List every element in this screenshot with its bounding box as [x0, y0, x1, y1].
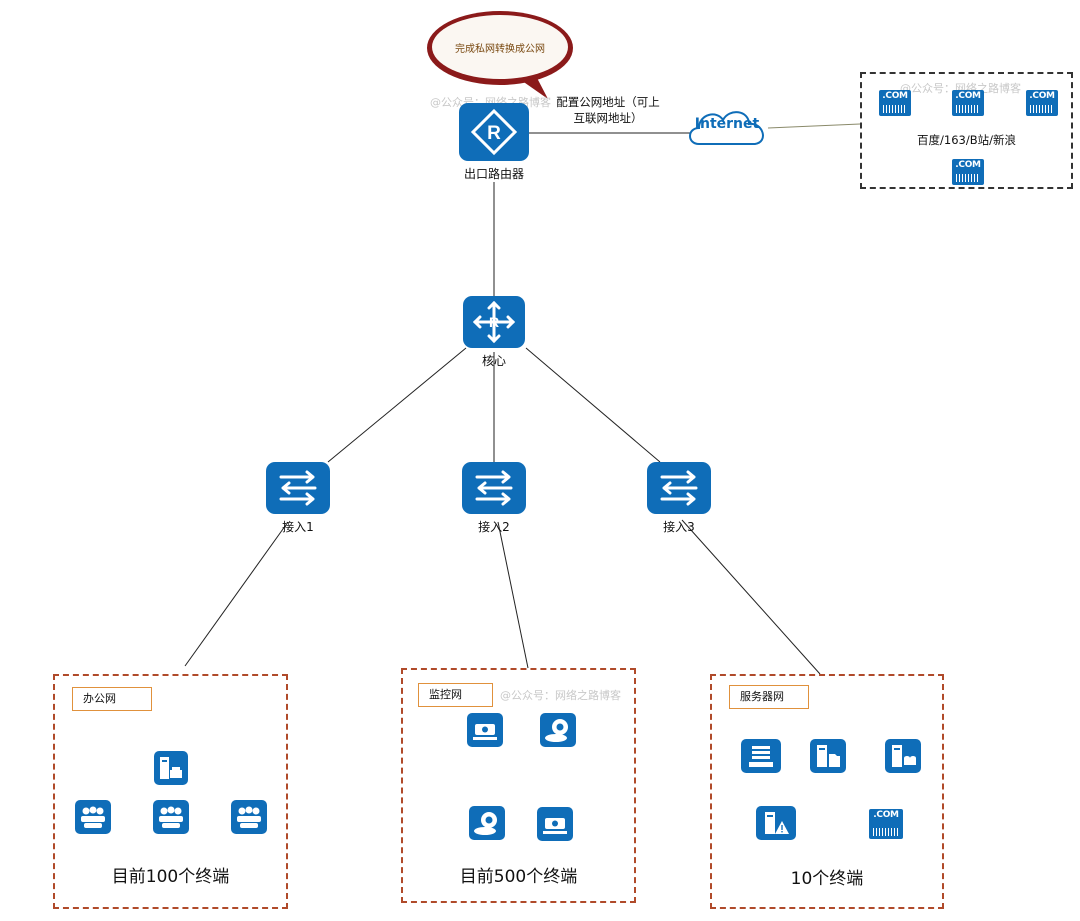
monitoring-zone: 监控网 目前500个终端	[401, 668, 636, 903]
zone-title: 监控网	[418, 683, 493, 707]
router-icon: R	[459, 103, 529, 161]
link-core-access1	[327, 347, 467, 463]
web-server-icon: .COM	[869, 809, 903, 839]
office-zone: 办公网 目前100个终端	[53, 674, 288, 909]
link-internet-sites	[767, 123, 861, 129]
callout-line-2: 互联网地址）	[573, 111, 643, 125]
zone-title: 办公网	[72, 687, 152, 711]
public-address-callout: 配置公网地址（可上 互联网地址）	[540, 94, 676, 126]
user-group-icon	[75, 800, 111, 834]
web-server-icon: .COM	[952, 90, 984, 116]
terminal-count: 10个终端	[790, 869, 864, 889]
switch-icon	[266, 462, 330, 514]
user-group-icon	[231, 800, 267, 834]
terminal-count: 目前500个终端	[459, 867, 578, 887]
watermark: @公众号：网络之路博客	[500, 689, 621, 702]
user-group-icon	[153, 800, 189, 834]
com-label: .COM	[873, 810, 899, 820]
public-sites-box: .COM .COM .COM 百度/163/B站/新浪 .COM	[860, 72, 1073, 189]
storage-server-icon	[741, 739, 781, 773]
web-server-icon: .COM	[1026, 90, 1058, 116]
access-switch-3[interactable]: 接入3	[637, 462, 721, 535]
server-zone: 服务器网 .COM 10个终端	[710, 674, 944, 909]
web-server-icon: .COM	[879, 90, 911, 116]
access-label: 接入2	[478, 520, 510, 534]
access-switch-2[interactable]: 接入2	[452, 462, 536, 535]
file-server-icon	[810, 739, 846, 773]
cloud-icon	[689, 111, 764, 145]
watermark: @公众号：网络之路博客	[900, 82, 1021, 95]
link-access2-monitor	[497, 521, 529, 669]
core-switch[interactable]: R 核心	[452, 296, 536, 369]
com-label: .COM	[1029, 91, 1055, 101]
com-label: .COM	[955, 91, 981, 101]
camera-icon	[467, 713, 503, 747]
callout-line-1: 配置公网地址（可上	[556, 95, 660, 109]
camera-icon	[537, 807, 573, 841]
internet-label: Internet	[694, 116, 760, 132]
access-label: 接入3	[663, 520, 695, 534]
link-core-access3	[525, 347, 661, 463]
switch-icon	[647, 462, 711, 514]
access-label: 接入1	[282, 520, 314, 534]
router-label: 出口路由器	[463, 167, 524, 181]
link-access3-server	[681, 519, 821, 675]
switch-icon	[462, 462, 526, 514]
dome-camera-icon	[469, 806, 505, 840]
print-server-icon	[154, 751, 188, 785]
terminal-count: 目前100个终端	[111, 867, 230, 887]
database-server-icon	[885, 739, 921, 773]
internet-cloud[interactable]: Internet	[685, 102, 769, 152]
core-switch-icon: R	[463, 296, 525, 348]
com-label: .COM	[882, 91, 908, 101]
web-server-icon: .COM	[952, 159, 984, 185]
sites-caption: 百度/163/B站/新浪	[917, 133, 1016, 147]
core-label: 核心	[481, 354, 506, 368]
bubble-text: 完成私网转换成公网	[455, 44, 545, 55]
dome-camera-icon	[540, 713, 576, 747]
exit-router[interactable]: R 出口路由器	[452, 103, 536, 182]
access-switch-1[interactable]: 接入1	[256, 462, 340, 535]
svg-text:R: R	[487, 123, 501, 144]
com-label: .COM	[955, 160, 981, 170]
alert-server-icon	[756, 806, 796, 840]
zone-title: 服务器网	[729, 685, 809, 709]
link-access1-office	[184, 521, 289, 667]
svg-text:R: R	[489, 314, 499, 330]
speech-bubble	[427, 11, 573, 99]
